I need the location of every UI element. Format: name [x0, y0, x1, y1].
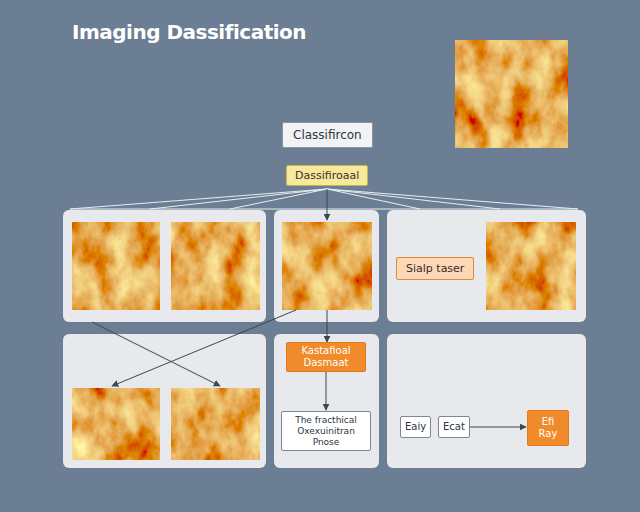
- arrow-line: [92, 322, 220, 386]
- node-text: Dassifiroaal: [295, 169, 359, 182]
- node-text: Eaiy: [405, 421, 426, 433]
- thermal-image: [171, 222, 260, 310]
- panel: [63, 334, 266, 468]
- thermal-image: [72, 222, 160, 310]
- fan-line: [150, 189, 327, 209]
- panel: [63, 210, 266, 322]
- fan-line: [70, 189, 327, 209]
- process-box: Kastafioal Dasmaat: [286, 342, 366, 372]
- thermal-image: [486, 222, 576, 310]
- fan-line: [327, 189, 500, 209]
- arrow-line: [112, 310, 296, 386]
- output-box: The fracthical Oxexuinitran Pnose: [281, 411, 371, 451]
- panel: [274, 334, 379, 468]
- thermal-image: [455, 40, 568, 148]
- panel: [387, 210, 586, 322]
- diagram-title: Imaging Dassification: [72, 20, 306, 44]
- node-text: Efi Ray: [532, 416, 564, 440]
- classifier-label: Dassifiroaal: [286, 165, 368, 186]
- connector-arrow: [470, 427, 526, 428]
- process-box: Sialp taser: [396, 257, 474, 280]
- panel: [387, 334, 586, 468]
- connector-arrow: [326, 372, 327, 410]
- step-box: Eaiy: [400, 416, 431, 438]
- thermal-image: [171, 388, 260, 460]
- fan-line: [70, 209, 578, 210]
- panel: [274, 210, 379, 322]
- fan-lines: [70, 189, 578, 209]
- thermal-image: [282, 222, 372, 310]
- node-text: Sialp taser: [406, 262, 464, 275]
- node-text: Kastafioal Dasmaat: [291, 345, 361, 369]
- step-box: Ecat: [438, 416, 470, 438]
- result-box: Efi Ray: [527, 410, 569, 446]
- thermal-image: [72, 388, 160, 460]
- arrow-line: [327, 189, 328, 220]
- fan-line: [327, 189, 420, 209]
- node-text: The fracthical Oxexuinitran Pnose: [287, 415, 365, 447]
- fan-line: [230, 189, 327, 209]
- arrow-line: [327, 310, 328, 342]
- classifier-box: Classifircon: [282, 122, 373, 148]
- fan-line: [327, 189, 578, 209]
- node-text: Classifircon: [293, 128, 362, 142]
- node-text: Ecat: [443, 421, 465, 433]
